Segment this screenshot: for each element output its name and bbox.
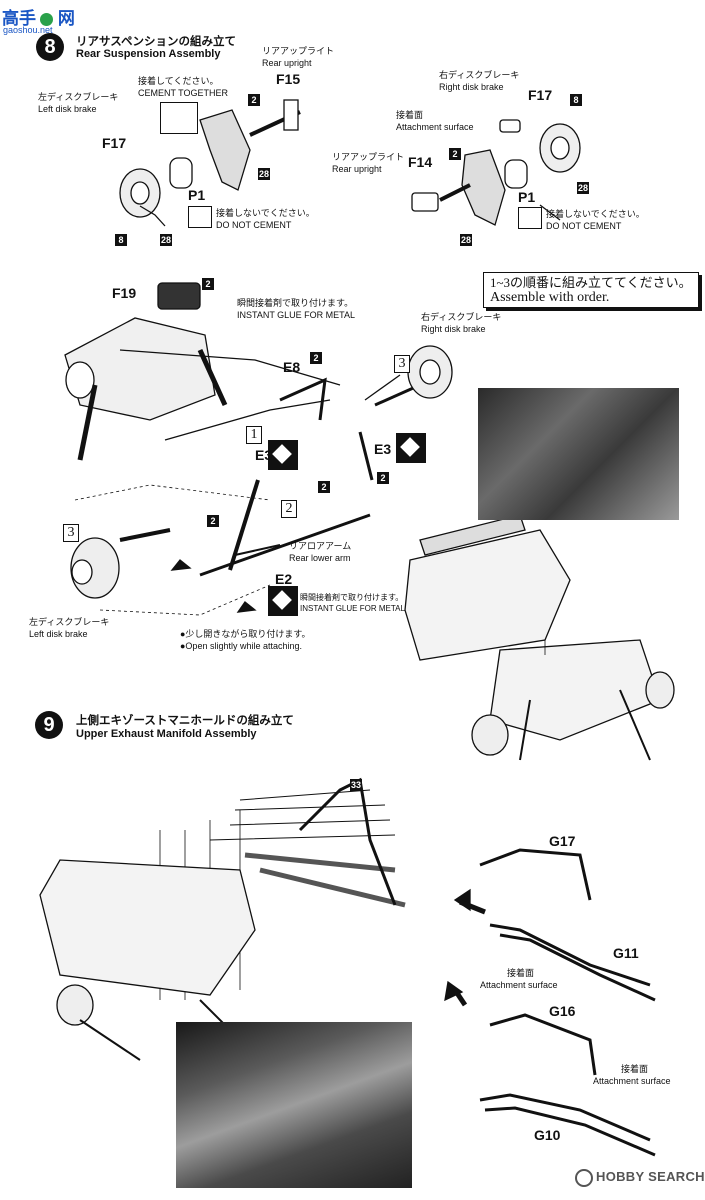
instant-glue-label-en-1: INSTANT GLUE FOR METAL — [237, 310, 356, 320]
rear-lower-arm-label-en: Rear lower arm — [289, 553, 351, 563]
watermark-text-2: 网 — [57, 9, 75, 29]
cement-label-jp: 接着してください。 — [138, 76, 219, 86]
marker-28: 28 — [577, 182, 589, 194]
part-p1-left: P1 — [188, 187, 206, 203]
part-f17-left: F17 — [102, 135, 127, 151]
no-cement-icon-1 — [188, 206, 212, 228]
left-disk-label-en: Left disk brake — [38, 104, 97, 114]
right-disk-label-jp-2: 右ディスクブレーキ — [421, 312, 502, 322]
part-e3-left: E3 — [255, 447, 273, 463]
marker-2: 2 — [310, 352, 322, 364]
right-disk-label-en-2: Right disk brake — [421, 324, 486, 334]
instant-glue-icon-1 — [268, 440, 298, 470]
marker-28: 28 — [160, 234, 172, 246]
step-8-number: 8 — [36, 33, 64, 61]
part-f14: F14 — [408, 154, 433, 170]
right-disk-label-jp: 右ディスクブレーキ — [439, 70, 520, 80]
part-f15: F15 — [276, 71, 301, 87]
part-e2: E2 — [275, 571, 293, 587]
marker-8: 8 — [570, 94, 582, 106]
no-cement-label-jp-2: 接着しないでください。 — [546, 209, 645, 219]
marker-2: 2 — [202, 278, 214, 290]
left-disk-label-en-2: Left disk brake — [29, 629, 88, 639]
order-number-3-right: 3 — [394, 355, 410, 373]
marker-33: 33 — [350, 779, 362, 791]
step-9-number: 9 — [35, 711, 63, 739]
rear-upright-label-jp-1: リアアップライト — [262, 46, 335, 56]
marker-2: 2 — [248, 94, 260, 106]
no-cement-label-jp-1: 接着しないでください。 — [216, 208, 315, 218]
no-cement-label-en-2: DO NOT CEMENT — [546, 221, 622, 231]
step-8-title-en: Rear Suspension Assembly — [76, 48, 221, 60]
attach-surface-label-en-1: Attachment surface — [396, 122, 474, 132]
marker-28: 28 — [258, 168, 270, 180]
part-e3-right: E3 — [374, 441, 392, 457]
step-9-title-jp: 上側エキゾーストマニホールドの組み立て — [76, 715, 294, 727]
order-number-3-left: 3 — [63, 524, 79, 542]
attach-surface-label-jp-a: 接着面 — [507, 968, 535, 978]
footer-brand: HOBBY SEARCH — [596, 1169, 705, 1184]
watermark-text-1: 高手 — [2, 9, 36, 29]
part-p1-right: P1 — [518, 189, 536, 205]
marker-28: 28 — [460, 234, 472, 246]
part-f19: F19 — [112, 285, 137, 301]
step-9-title-en: Upper Exhaust Manifold Assembly — [76, 728, 257, 740]
marker-8: 8 — [115, 234, 127, 246]
attach-surface-label-en-b: Attachment surface — [593, 1076, 671, 1086]
watermark-globe-icon — [40, 13, 54, 27]
marker-2: 2 — [207, 515, 219, 527]
instant-glue-label-en-2: INSTANT GLUE FOR METAL — [300, 604, 405, 613]
order-note-en: Assemble with order. — [490, 290, 610, 305]
marker-2: 2 — [377, 472, 389, 484]
part-f17-right: F17 — [528, 87, 553, 103]
no-cement-label-en-1: DO NOT CEMENT — [216, 220, 292, 230]
part-g10: G10 — [534, 1127, 561, 1143]
order-note-jp: 1~3の順番に組み立ててください。 — [490, 275, 692, 290]
hobby-search-logo-icon — [575, 1169, 593, 1187]
left-disk-label-jp-2: 左ディスクブレーキ — [29, 617, 110, 627]
marker-2: 2 — [318, 481, 330, 493]
part-e8: E8 — [283, 359, 301, 375]
part-g16: G16 — [549, 1003, 576, 1019]
right-disk-label-en: Right disk brake — [439, 82, 504, 92]
no-cement-icon-2 — [518, 207, 542, 229]
open-note-jp: ●少し開きながら取り付けます。 — [180, 629, 311, 639]
instant-glue-icon-2 — [396, 433, 426, 463]
assembly-order-note: 1~3の順番に組み立ててください。 Assemble with order. — [483, 272, 699, 308]
order-number-1: 1 — [246, 426, 262, 444]
cement-icon — [160, 102, 198, 134]
instant-glue-label-jp-2: 瞬間接着剤で取り付けます。 — [300, 593, 404, 602]
part-g11: G11 — [613, 945, 639, 961]
left-disk-label-jp: 左ディスクブレーキ — [38, 92, 119, 102]
order-number-2: 2 — [281, 500, 297, 518]
attach-surface-label-en-a: Attachment surface — [480, 980, 558, 990]
instant-glue-label-jp-1: 瞬間接着剤で取り付けます。 — [237, 298, 354, 308]
rear-upright-label-jp-2: リアアップライト — [332, 152, 405, 162]
cement-label-en: CEMENT TOGETHER — [138, 88, 229, 98]
marker-2: 2 — [449, 148, 461, 160]
open-note-en: ●Open slightly while attaching. — [180, 641, 303, 651]
rear-lower-arm-label-jp: リアロアアーム — [289, 541, 352, 551]
attach-surface-label-jp-b: 接着面 — [621, 1064, 649, 1074]
instant-glue-icon-3 — [268, 586, 298, 616]
watermark-url: gaoshou.net — [3, 25, 53, 35]
rear-upright-label-en-1: Rear upright — [262, 58, 312, 68]
exhaust-manifold-photo — [176, 1022, 412, 1188]
step-8-title-jp: リアサスペンションの組み立て — [76, 36, 236, 48]
attach-surface-label-jp-1: 接着面 — [396, 110, 424, 120]
rear-upright-label-en-2: Rear upright — [332, 164, 382, 174]
rear-suspension-photo — [478, 388, 679, 520]
watermark-logo: 高手 网 — [2, 4, 75, 29]
part-g17: G17 — [549, 833, 576, 849]
